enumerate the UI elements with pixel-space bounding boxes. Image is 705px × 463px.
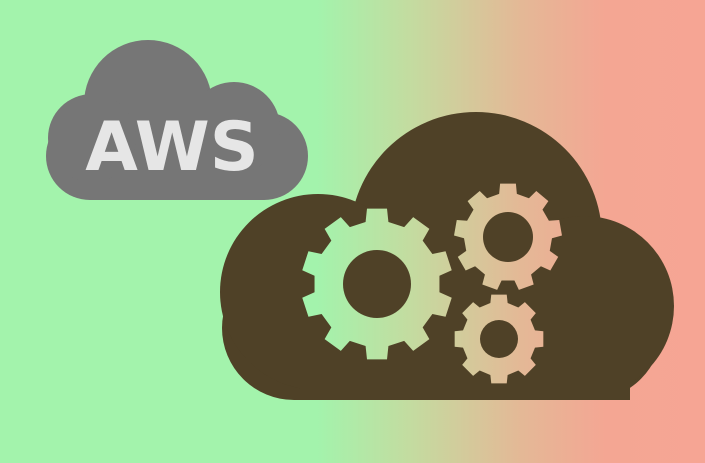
- large-gear-icon: [302, 208, 452, 360]
- aws-logo-text: AWS: [85, 108, 259, 187]
- medium-gear-icon: [454, 183, 562, 290]
- small-gear-hole: [480, 320, 518, 358]
- small-gear-icon: [454, 294, 544, 384]
- gears-group: [302, 183, 562, 384]
- large-gear-hole: [343, 250, 411, 318]
- aws-cloud-icon: AWS: [46, 40, 308, 200]
- medium-gear-hole: [483, 212, 533, 262]
